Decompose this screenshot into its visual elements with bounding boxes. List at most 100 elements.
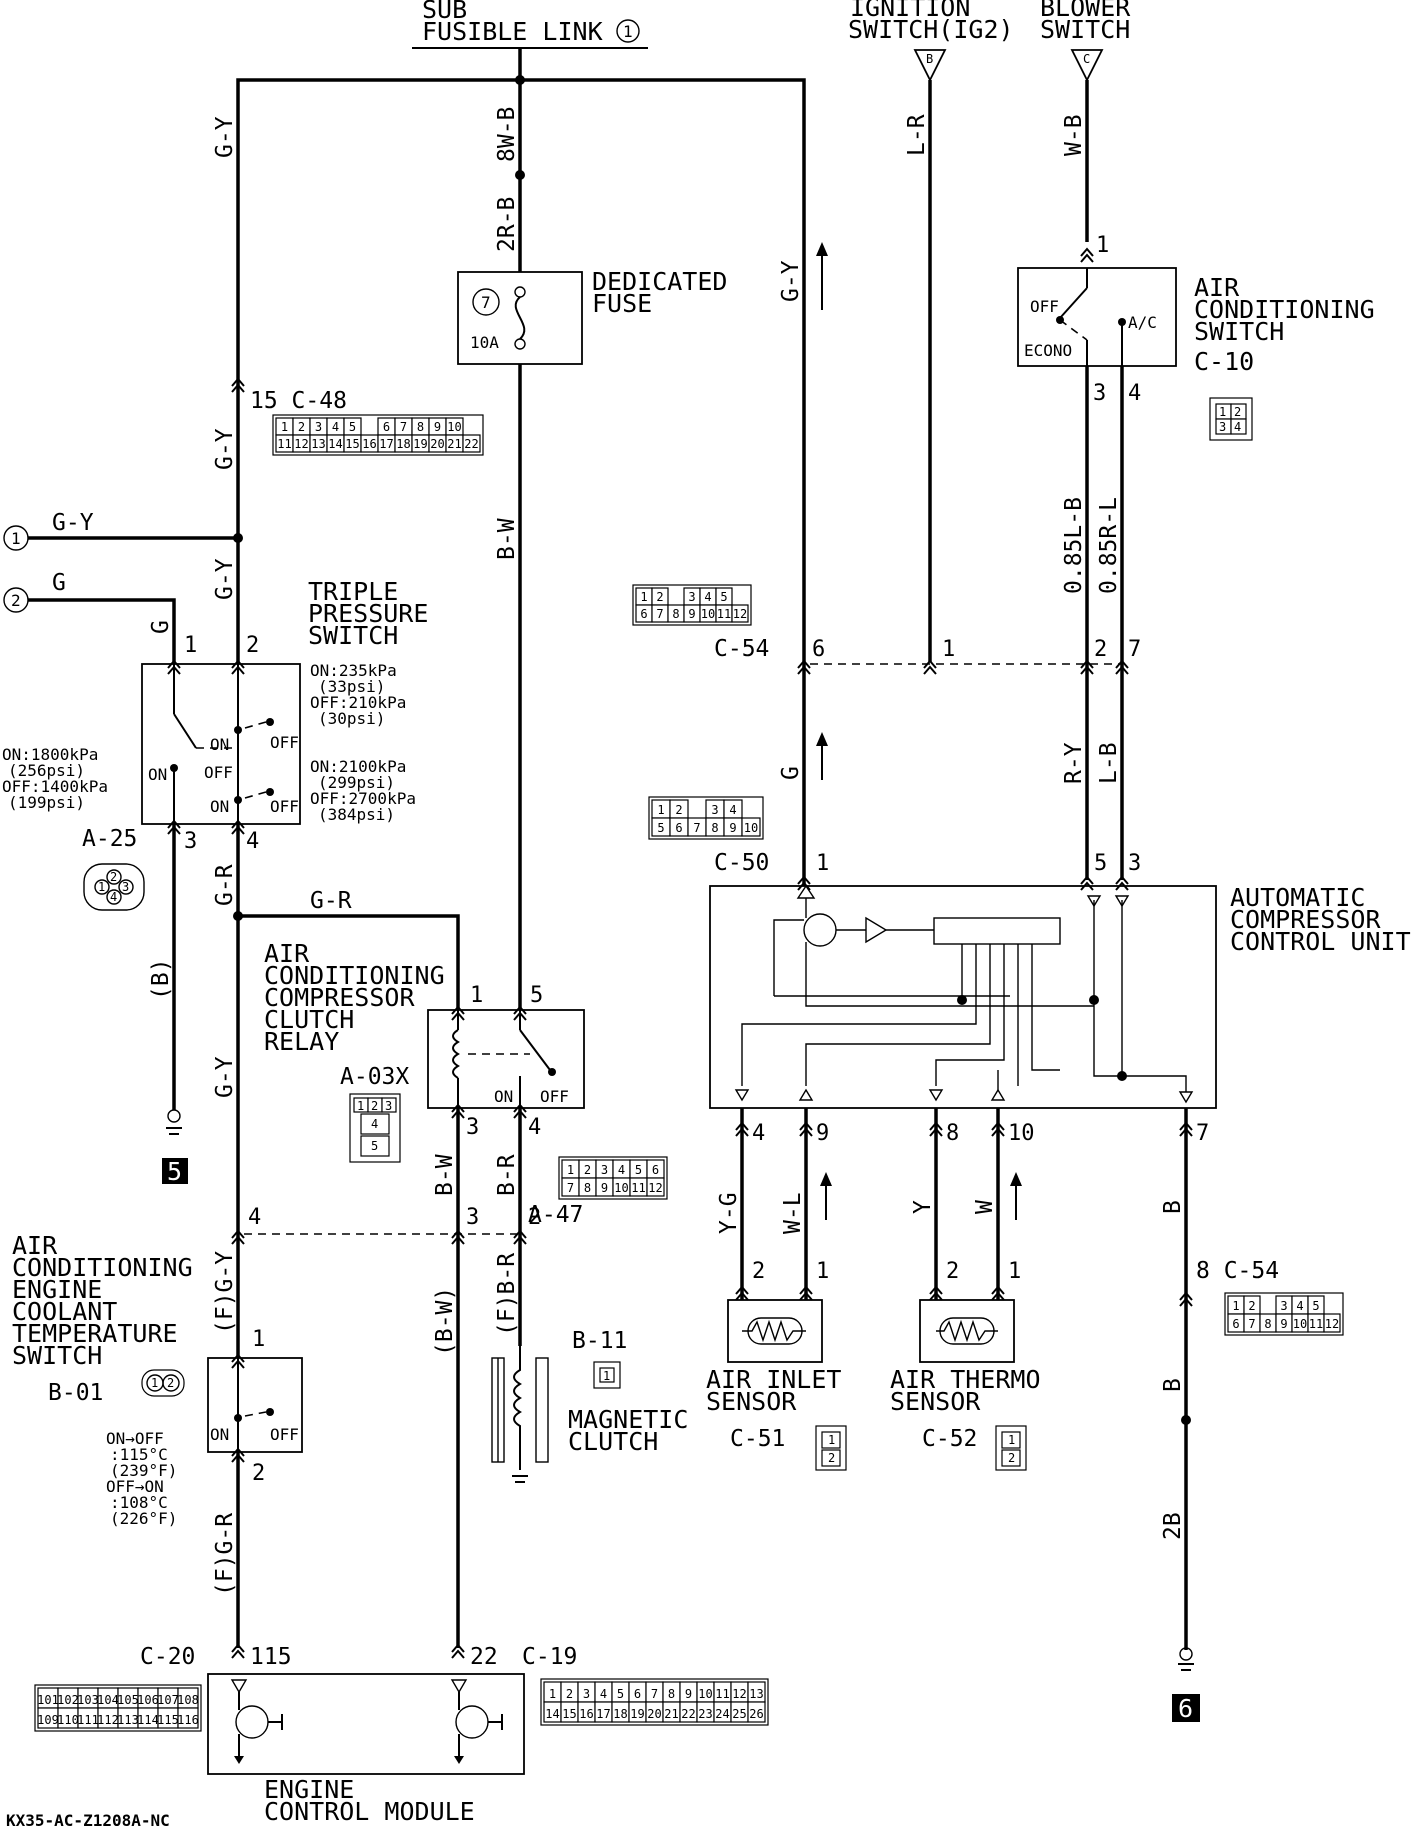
arrow-head-icon xyxy=(820,1172,832,1186)
relay-on: ON xyxy=(494,1087,513,1106)
connector-cell-label: 3 xyxy=(711,803,718,817)
connector-cell-label: 116 xyxy=(177,1713,199,1727)
c50-pin-3: 3 xyxy=(1128,851,1141,876)
coolant-dash xyxy=(244,1411,267,1417)
pin-chevron-icon xyxy=(451,1643,465,1653)
b01-cell: 2 xyxy=(167,1376,174,1390)
coolant-label-1: AIR xyxy=(12,1231,58,1260)
pin-chevron-icon xyxy=(231,1359,245,1369)
wire-label-f-g-y: (F)G-Y xyxy=(212,1251,238,1334)
ac-switch-blade-icon xyxy=(1059,287,1088,319)
connector-cell-label: 4 xyxy=(600,1687,607,1701)
c50-label: C-50 xyxy=(714,850,769,876)
connector-cell-label: 111 xyxy=(77,1713,99,1727)
pin-chevron-icon xyxy=(167,659,181,669)
a03x-connector: 1 2 3 4 5 xyxy=(349,1093,401,1163)
pin-chevron-icon xyxy=(929,1291,943,1301)
coolant-label-5: TEMPERATURE xyxy=(12,1319,178,1348)
connector-cell-label: 8 xyxy=(417,420,424,434)
relay-label-1: AIR xyxy=(264,939,310,968)
b01-connector: 1 2 xyxy=(141,1369,185,1397)
thermistor-icon xyxy=(936,1317,998,1345)
connector-cell-label: 10 xyxy=(447,420,461,434)
arrow-head-icon xyxy=(816,242,828,256)
inlet-pin-1: 1 xyxy=(816,1259,829,1284)
relay-pin-3: 3 xyxy=(466,1115,479,1140)
pin-chevron-icon xyxy=(1179,1121,1193,1131)
pin-chevron-icon xyxy=(1115,659,1129,669)
fuse-number-circle xyxy=(472,288,500,316)
wire-label-g: G xyxy=(52,570,66,596)
pin-chevron-icon xyxy=(1080,665,1094,675)
pin-chevron-icon xyxy=(231,383,245,393)
pin-chevron-icon xyxy=(451,1109,465,1119)
pin-chevron-icon xyxy=(797,665,811,675)
pin-chevron-icon xyxy=(799,1121,813,1131)
pin-chevron-icon xyxy=(1179,1291,1193,1301)
footer-code: KX35-AC-Z1208A-NC xyxy=(6,1811,170,1830)
pin-chevron-icon xyxy=(513,1235,527,1245)
ac-switch-dash xyxy=(1059,319,1088,341)
c54-right-label: 8 C-54 xyxy=(1196,1258,1279,1284)
connector-cell-label: 106 xyxy=(137,1693,159,1707)
sub-fusible-label-1: SUB xyxy=(422,0,467,24)
connector-cell-label: 16 xyxy=(579,1707,593,1721)
triple-off-2: OFF xyxy=(204,763,233,782)
relay-pin-4: 4 xyxy=(528,1115,541,1140)
accu-pin-7: 7 xyxy=(1196,1121,1209,1146)
contact-dot xyxy=(548,1068,556,1076)
connector-cell-label: 115 xyxy=(157,1713,179,1727)
pin-chevron-icon xyxy=(929,1121,943,1131)
connector-cell-label: 3 xyxy=(601,1163,608,1177)
pin-chevron-icon xyxy=(1115,665,1129,675)
wire-label-g-y-right: G-Y xyxy=(778,260,804,302)
wire-label-r-y: R-Y xyxy=(1061,742,1087,784)
pin-chevron-icon xyxy=(1080,875,1094,885)
triple-switch-box xyxy=(141,663,301,825)
relay-conn: A-03X xyxy=(340,1064,409,1090)
contact-dot xyxy=(234,796,242,804)
pin-chevron-icon xyxy=(1080,881,1094,891)
relay-off: OFF xyxy=(540,1087,569,1106)
c52-cell: 1 xyxy=(1008,1433,1015,1447)
connector-cell-label: 2 xyxy=(298,420,305,434)
c51-cell: 1 xyxy=(828,1433,835,1447)
connector-cell-label: 19 xyxy=(630,1707,644,1721)
connector-cell-label: 2 xyxy=(1248,1299,1255,1313)
connector-cell-label: 108 xyxy=(177,1693,199,1707)
triple-label-2: PRESSURE xyxy=(308,599,428,628)
pin-chevron-icon xyxy=(1115,875,1129,885)
wire-label-b-r: B-R xyxy=(494,1154,520,1196)
c50-pin-1: 1 xyxy=(816,851,829,876)
coolant-spec-5: :108°C xyxy=(110,1493,168,1512)
c54-pin-6: 6 xyxy=(812,637,825,662)
contact-dot xyxy=(266,788,274,796)
c51-connector: 1 2 xyxy=(815,1425,847,1471)
ecm-transistor-icon xyxy=(450,1679,503,1764)
connector-cell-label: 8 xyxy=(672,607,679,621)
connector-cell-label: 5 xyxy=(720,590,727,604)
a47-pin-4: 4 xyxy=(248,1205,261,1230)
connector-cell-label: 3 xyxy=(1280,1299,1287,1313)
pin-chevron-icon xyxy=(231,1447,245,1457)
triple-spec-b2: (299psi) xyxy=(318,773,395,792)
pin-chevron-icon xyxy=(231,659,245,669)
ac-switch-pin-3: 3 xyxy=(1093,381,1106,406)
connector-cell-label: 5 xyxy=(635,1163,642,1177)
ignition-switch-label-2: SWITCH(IG2) xyxy=(848,15,1014,44)
pin-chevron-icon xyxy=(451,1649,465,1659)
connector-cell xyxy=(1323,1313,1341,1333)
connector-cell-label: 1 xyxy=(640,590,647,604)
connector-cell-label: 7 xyxy=(651,1687,658,1701)
a03x-cell: 1 xyxy=(357,1099,364,1113)
pin-chevron-icon xyxy=(923,659,937,669)
wire-label-g-y-3: G-Y xyxy=(212,558,238,600)
a47-pin-3: 3 xyxy=(466,1205,479,1230)
pin-chevron-icon xyxy=(929,1127,943,1137)
wire-label-2r-b: 2R-B xyxy=(494,197,520,252)
connector-cell-label: 8 xyxy=(1264,1317,1271,1331)
coolant-off: OFF xyxy=(270,1425,299,1444)
wire-label-w-l: W-L xyxy=(780,1192,806,1234)
